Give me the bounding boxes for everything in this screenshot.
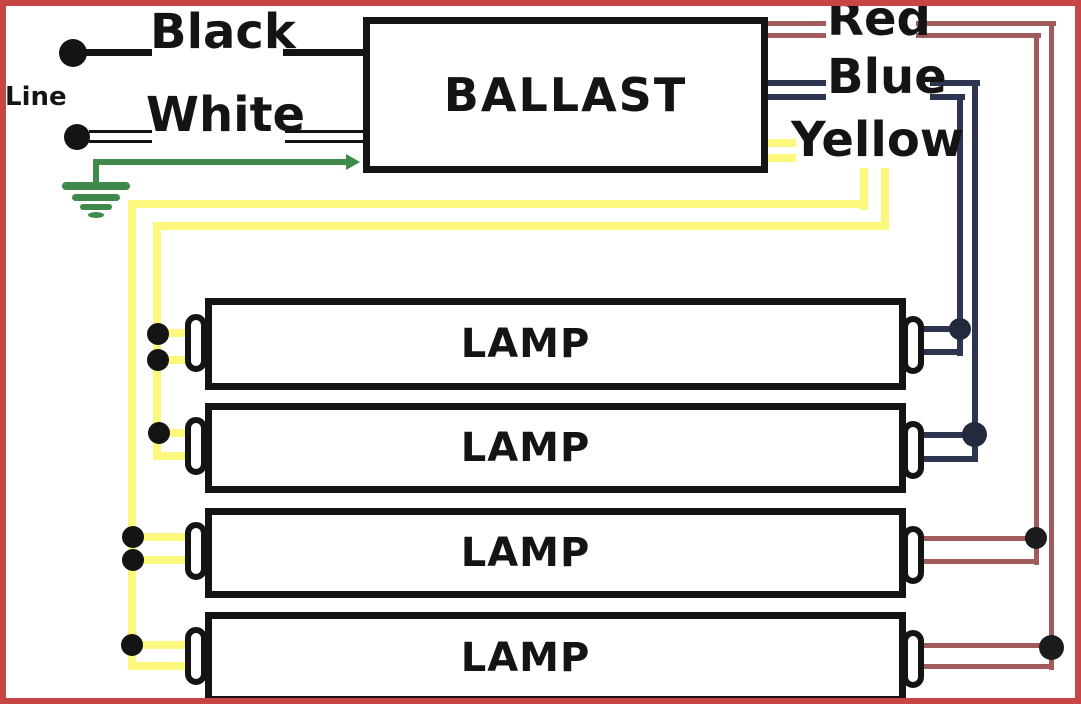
lamp1-terminal-dot-2: [147, 349, 169, 371]
yellow-wire-drop-inner: [860, 168, 868, 210]
lamp3-terminal-dot-1: [122, 526, 144, 548]
line-label: Line: [5, 82, 67, 112]
yellow-wire-stub-upper: [768, 139, 796, 147]
lamp1-blue-junction-dot: [949, 318, 971, 340]
lamp1-pin-left: [185, 314, 207, 372]
ground-symbol-bar-2: [72, 194, 120, 201]
blue-wire-outer-vertical: [972, 80, 978, 462]
lamp2-box: LAMP: [205, 403, 906, 493]
lamp4-terminal-dot: [121, 634, 143, 656]
lamp3-pin-left: [185, 522, 207, 580]
yellow-wire-upper-horizontal: [128, 200, 868, 208]
lamp4-yellow-stub-top: [133, 641, 191, 649]
yellow-wire-stub-lower: [768, 154, 796, 162]
line-white-terminal-dot: [64, 124, 90, 150]
lamp1-yellow-stub-top: [158, 329, 192, 337]
red-wire-lower-horizontal: [916, 33, 1041, 38]
ground-wire-arrowhead: [346, 154, 360, 170]
lamp4-pin-right: [902, 630, 924, 688]
lamp1-box: LAMP: [205, 298, 906, 390]
line-black-terminal-dot: [59, 39, 87, 67]
lamp1-label: LAMP: [460, 321, 591, 367]
lamp3-red-stub-top: [920, 536, 1038, 541]
ground-wire-horizontal: [93, 159, 348, 165]
blue-wire-lower-horizontal: [930, 94, 965, 100]
yellow-wire-left-vertical-outer: [128, 200, 136, 670]
blue-wire-upper-horizontal: [930, 80, 980, 86]
lamp4-red-stub-bottom: [920, 664, 1054, 669]
lamp3-label: LAMP: [460, 530, 591, 576]
ground-symbol-bar-1: [62, 182, 130, 190]
lamp2-yellow-elbow: [153, 452, 193, 460]
lamp2-blue-stub-top: [920, 432, 978, 438]
red-wire-label: Red: [827, 0, 931, 47]
lamp3-yellow-stub-top: [133, 533, 191, 541]
lamp2-label: LAMP: [460, 425, 591, 471]
blue-wire-stub-upper: [768, 80, 826, 86]
lamp2-yellow-stub-top: [158, 429, 192, 437]
lamp2-pin-left: [185, 417, 207, 475]
ground-symbol-bar-4: [88, 212, 104, 218]
lamp1-blue-stub-top: [920, 326, 963, 332]
lamp1-blue-stub-bottom: [920, 349, 963, 355]
lamp4-label: LAMP: [460, 634, 591, 681]
lamp3-pin-right: [902, 526, 924, 584]
black-wire-segment-right: [283, 49, 366, 56]
lamp3-red-junction-dot: [1025, 527, 1047, 549]
red-wire-upper-horizontal: [916, 21, 1056, 26]
red-wire-stub-upper: [768, 21, 826, 26]
black-wire-label: Black: [150, 4, 296, 60]
white-wire-label: White: [146, 87, 306, 143]
lamp4-yellow-elbow: [128, 662, 191, 670]
lamp4-box: LAMP: [205, 612, 906, 703]
lamp4-red-stub-top: [920, 643, 1053, 648]
ground-wire-vertical: [93, 159, 99, 189]
red-wire-outer-vertical: [1049, 21, 1054, 670]
ballast-box: BALLAST: [363, 17, 768, 173]
lamp3-box: LAMP: [205, 508, 906, 598]
blue-wire-inner-vertical: [957, 94, 963, 356]
white-wire-segment-right: [285, 130, 365, 143]
lamp2-blue-stub-bottom: [920, 456, 978, 462]
red-wire-stub-lower: [768, 33, 826, 38]
yellow-wire-lower-horizontal: [153, 222, 889, 230]
lamp2-pin-right: [902, 421, 924, 479]
lamp3-red-stub-bottom: [920, 559, 1038, 564]
lamp1-terminal-dot-1: [147, 323, 169, 345]
red-wire-inner-vertical: [1034, 33, 1039, 565]
ballast-label: BALLAST: [443, 68, 688, 122]
yellow-wire-drop-outer: [881, 168, 889, 230]
blue-wire-stub-lower: [768, 94, 826, 100]
yellow-wire-label: Yellow: [791, 112, 965, 168]
white-wire-segment-left: [89, 130, 152, 143]
lamp4-pin-left: [185, 627, 207, 685]
ground-symbol-bar-3: [80, 204, 112, 210]
lamp1-pin-right: [902, 316, 924, 374]
blue-wire-label: Blue: [827, 49, 947, 105]
lamp3-terminal-dot-2: [122, 549, 144, 571]
black-wire-segment-left: [86, 49, 152, 56]
lamp2-blue-junction-dot: [962, 422, 987, 447]
lamp4-red-junction-dot: [1039, 635, 1064, 660]
lamp2-terminal-dot: [148, 422, 170, 444]
lamp3-yellow-stub-bottom: [133, 556, 191, 564]
lamp1-yellow-stub-bottom: [158, 356, 192, 364]
